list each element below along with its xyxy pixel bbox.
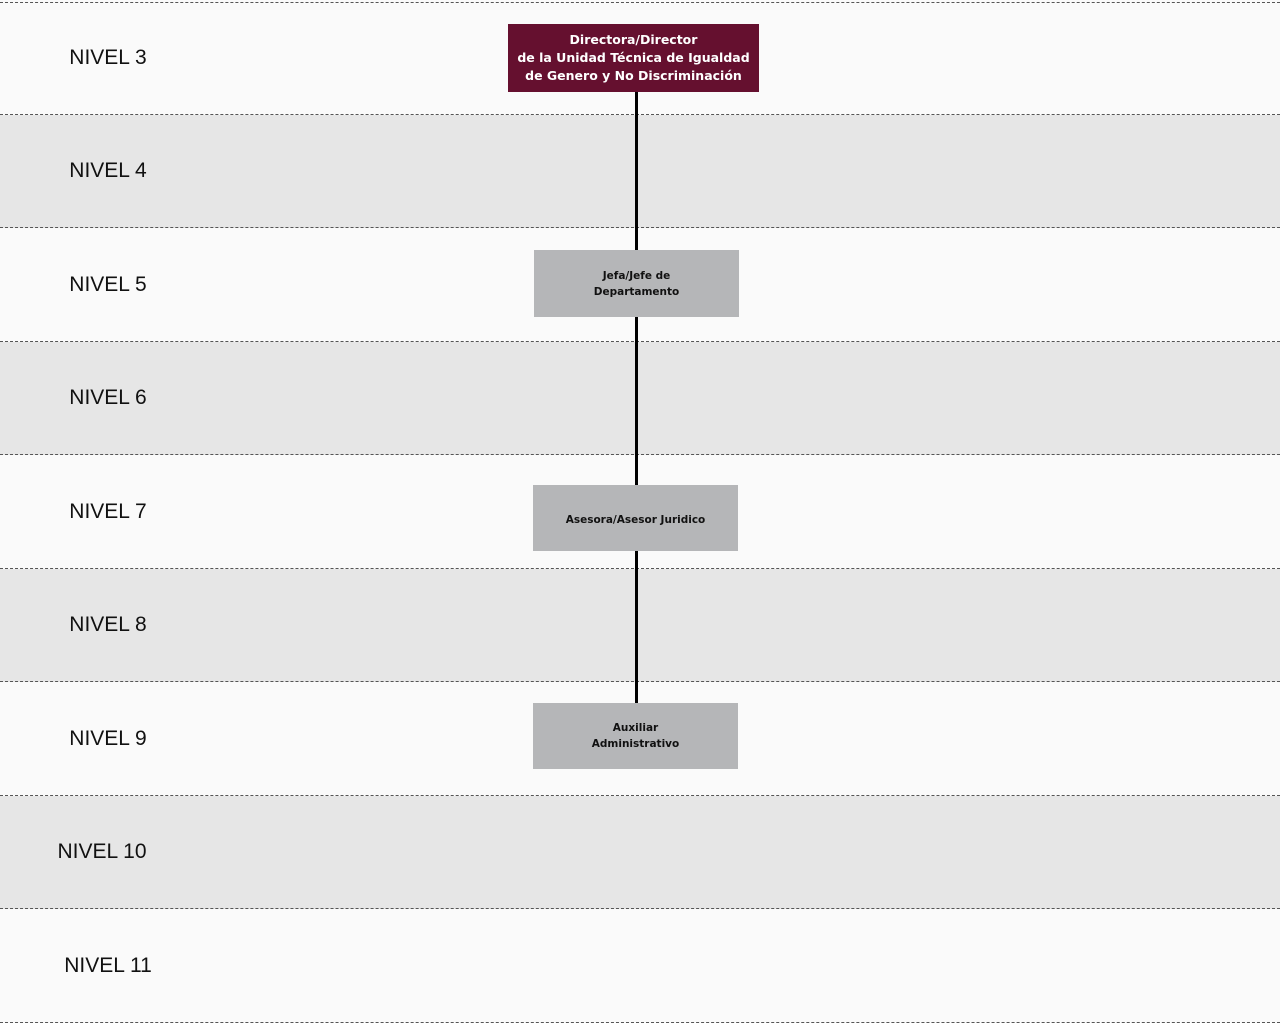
level-label: NIVEL 8: [69, 613, 147, 636]
level-label: NIVEL 5: [69, 272, 147, 296]
jefe-departamento-box: Jefa/Jefe de Departamento: [534, 250, 739, 317]
level-label: NIVEL 7: [69, 499, 147, 523]
director-box: Directora/Director de la Unidad Técnica …: [508, 24, 759, 92]
jefe-title-line: Jefa/Jefe de: [602, 269, 671, 282]
director-title-line: de la Unidad Técnica de Igualdad: [517, 50, 750, 65]
level-label: NIVEL 10: [57, 840, 147, 863]
level-row-10: NIVEL 10: [0, 796, 1280, 909]
director-title-line: de Genero y No Discriminación: [525, 68, 742, 83]
level-row-5: NIVEL 5: [0, 228, 1280, 342]
level-label: NIVEL 3: [69, 46, 147, 69]
level-row-11: NIVEL 11: [0, 909, 1280, 1023]
level-label: NIVEL 9: [69, 726, 147, 750]
level-row-6: NIVEL 6: [0, 342, 1280, 455]
level-label: NIVEL 11: [64, 953, 152, 977]
auxiliar-title-line: Auxiliar: [612, 722, 659, 734]
level-row-9: NIVEL 9: [0, 682, 1280, 796]
top-divider: [0, 2, 1280, 3]
level-label: NIVEL 6: [69, 386, 147, 409]
level-row-7: NIVEL 7: [0, 455, 1280, 569]
asesor-juridico-box: Asesora/Asesor Juridico: [533, 485, 738, 551]
auxiliar-title-line: Administrativo: [591, 738, 680, 750]
level-row-8: NIVEL 8: [0, 569, 1280, 682]
asesor-title: Asesora/Asesor Juridico: [565, 514, 706, 526]
auxiliar-administrativo-box: Auxiliar Administrativo: [533, 703, 738, 769]
level-label: NIVEL 4: [69, 159, 147, 182]
director-title-line: Directora/Director: [569, 32, 698, 47]
level-row-3: NIVEL 3: [0, 2, 1280, 115]
connector-line: [635, 91, 638, 703]
jefe-title-line: Departamento: [593, 285, 680, 298]
level-row-4: NIVEL 4: [0, 115, 1280, 228]
